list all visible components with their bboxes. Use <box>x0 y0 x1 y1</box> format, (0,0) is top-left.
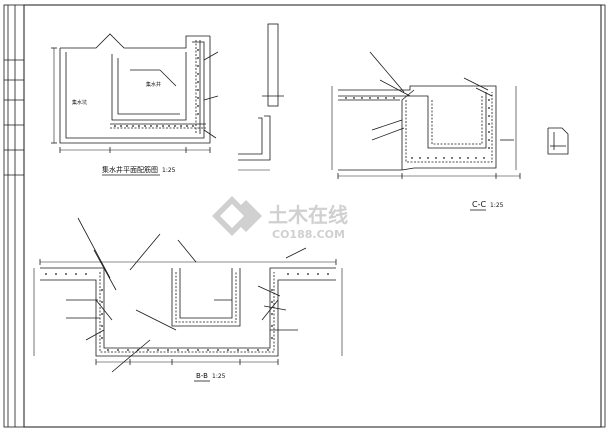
section-cc-scale: 1:25 <box>490 202 504 209</box>
drawing-frame <box>23 4 602 428</box>
plan-room-right-label: 集水井 <box>146 81 161 88</box>
section-bb-title: B-B <box>196 372 208 380</box>
watermark-logo-icon <box>212 196 262 236</box>
watermark-en-text: CO188.COM <box>272 228 345 241</box>
title-strip <box>4 5 24 427</box>
plan-view <box>51 33 219 153</box>
plan-view-scale: 1:25 <box>162 167 176 174</box>
section-cc-title: C-C <box>472 200 486 209</box>
plan-room-left-label: 集水坑 <box>72 99 87 106</box>
section-bb <box>33 217 343 373</box>
watermark-cn-text: 土木在线 <box>268 203 348 227</box>
section-cc <box>331 51 569 179</box>
section-bb-scale: 1:25 <box>212 373 226 380</box>
plan-detail <box>238 23 284 171</box>
watermark: 土木在线 CO188.COM <box>212 196 348 241</box>
plan-view-title: 集水井平面配筋图 <box>102 165 158 174</box>
